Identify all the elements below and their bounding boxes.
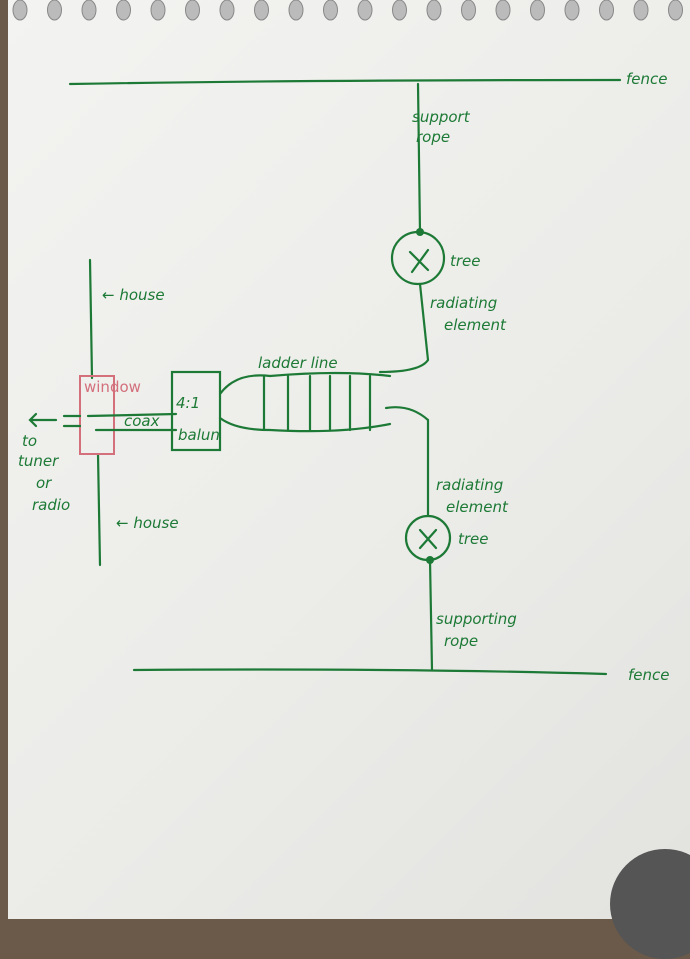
equals-connector — [62, 414, 82, 428]
house-wall-top — [88, 258, 94, 380]
support-rope-top-label-2: rope — [416, 128, 450, 146]
tree-bottom-x-icon — [418, 528, 438, 550]
binding-ring — [495, 0, 511, 21]
or-label: or — [36, 474, 52, 492]
tuner-label: tuner — [18, 452, 59, 470]
balun-box — [170, 370, 222, 452]
binding-ring — [357, 0, 373, 21]
ladder-rungs — [262, 374, 372, 432]
ladder-line-top-wire — [218, 371, 392, 396]
binding-ring — [81, 0, 97, 21]
binding-ring — [12, 0, 28, 21]
radiating-element-top-label-1: radiating — [430, 294, 497, 312]
fence-bottom-line — [132, 668, 608, 676]
fence-bottom-label: fence — [628, 666, 670, 684]
balun-ratio-label: 4:1 — [176, 394, 200, 412]
binding-ring — [47, 0, 62, 21]
binding-ring — [288, 0, 304, 21]
binding-ring — [254, 0, 269, 21]
binding-ring — [461, 0, 476, 21]
radiating-element-bottom — [384, 406, 430, 518]
arrow-left-icon — [28, 412, 58, 428]
house-wall-bottom — [96, 452, 102, 567]
radio-label: radio — [32, 496, 70, 514]
binding-ring — [219, 0, 235, 21]
tree-top-x-icon — [408, 248, 430, 274]
binding-ring — [185, 0, 200, 21]
binding-ring — [150, 0, 166, 21]
tree-top-circle — [390, 230, 446, 286]
window-label: window — [84, 378, 141, 396]
ladder-line-bottom-wire — [218, 416, 392, 433]
binding-ring — [633, 0, 649, 21]
house-top-label: ← house — [102, 286, 165, 304]
coax-lines — [86, 412, 178, 432]
binding-ring — [392, 0, 407, 21]
support-rope-bottom — [428, 558, 434, 672]
binding-ring — [668, 0, 683, 21]
support-rope-top-label-1: support — [412, 108, 471, 126]
supporting-rope-bottom-label-2: rope — [444, 632, 478, 650]
radiating-element-top-label-2: element — [444, 316, 507, 334]
support-rope-top — [416, 82, 422, 234]
binding-ring — [323, 0, 338, 21]
notebook-page — [8, 0, 690, 919]
fence-top-label: fence — [626, 70, 668, 88]
antenna-diagram: fence support rope tree radiating elemen… — [12, 0, 683, 684]
tie-point-top — [416, 228, 424, 236]
fence-top-line — [68, 78, 622, 86]
radiating-element-top — [378, 282, 430, 374]
ladder-line-label: ladder line — [258, 354, 338, 372]
binding-ring — [564, 0, 580, 21]
radiating-element-bottom-label-2: element — [446, 498, 509, 516]
spiral-binding — [12, 0, 683, 21]
binding-ring — [599, 0, 614, 21]
binding-ring — [530, 0, 545, 21]
tree-top-label: tree — [450, 252, 481, 270]
coax-label: coax — [124, 412, 160, 430]
tree-bottom-label: tree — [458, 530, 489, 548]
to-label: to — [22, 432, 37, 450]
balun-label: balun — [178, 426, 220, 444]
radiating-element-bottom-label-1: radiating — [436, 476, 503, 494]
house-bottom-label: ← house — [116, 514, 179, 532]
supporting-rope-bottom-label-1: supporting — [436, 610, 517, 628]
binding-ring — [426, 0, 442, 21]
binding-ring — [116, 0, 131, 21]
